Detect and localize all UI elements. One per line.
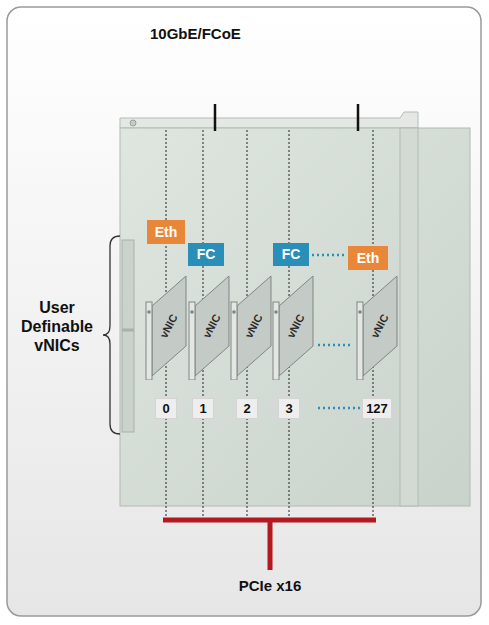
vnic-card-screw — [190, 310, 194, 314]
vnic-card-bracket — [357, 302, 363, 380]
vnic-index: 3 — [285, 401, 292, 416]
vnic-card: vNIC — [144, 272, 188, 380]
bus-label: PCIe x16 — [210, 577, 330, 595]
vnic-card-bracket — [231, 302, 237, 380]
vnic-card-body — [237, 276, 271, 376]
vnic-card-body — [279, 276, 313, 376]
vnic-card-body — [363, 276, 397, 376]
vnic-index: 1 — [199, 401, 206, 416]
vnic-card-bracket — [273, 302, 279, 380]
vnic-card-screw — [274, 310, 278, 314]
protocol-label: Eth — [155, 224, 178, 240]
vnic-card: vNIC — [229, 272, 273, 380]
vnic-card-bracket — [189, 302, 195, 380]
vnic-index-box: 2 — [236, 398, 258, 419]
vnic-index: 127 — [366, 401, 388, 416]
vnic-index: 2 — [243, 401, 250, 416]
vnic-index-box: 1 — [192, 398, 214, 419]
protocol-tag: FC — [188, 243, 224, 266]
protocol-label: FC — [282, 246, 301, 262]
group-label: User Definable vNICs — [12, 298, 102, 356]
vnic-card-screw — [358, 310, 362, 314]
vnic-index-box: 0 — [155, 398, 177, 419]
vnic-card: vNIC — [187, 272, 231, 380]
vnic-card-body — [195, 276, 229, 376]
vnic-card-body — [152, 276, 186, 376]
vnic-card: vNIC — [355, 272, 399, 380]
vnic-card-screw — [147, 310, 151, 314]
vnic-card: vNIC — [271, 272, 315, 380]
vnic-card-bracket — [146, 302, 152, 380]
vnic-index-box: 3 — [278, 398, 300, 419]
vnic-index: 0 — [162, 401, 169, 416]
protocol-tag: Eth — [348, 246, 388, 270]
diagram-title: 10GbE/FCoE — [150, 25, 241, 42]
protocol-label: FC — [197, 246, 216, 262]
protocol-label: Eth — [357, 250, 380, 266]
vnic-index-box: 127 — [362, 398, 392, 419]
protocol-tag: Eth — [147, 220, 185, 244]
protocol-tag: FC — [273, 243, 309, 266]
vnic-card-screw — [232, 310, 236, 314]
